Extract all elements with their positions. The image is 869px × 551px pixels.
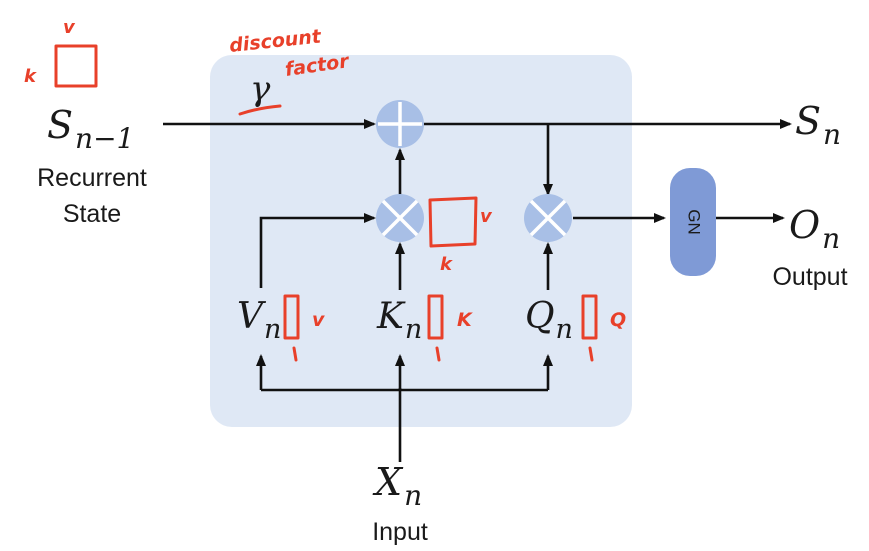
query-one-mark [588, 346, 594, 362]
arrow-v-to-outer-product [259, 213, 376, 288]
discount-note: discount [228, 25, 323, 57]
connection-lines [163, 119, 792, 462]
value-vector-sketch [283, 294, 300, 340]
key-vector-sketch [427, 294, 444, 340]
key-one-mark [435, 346, 441, 362]
handwritten-annotations: k v discount factor v k v K Q [24, 17, 626, 362]
state-matrix-height-note: k [24, 66, 37, 87]
outer-product-width-note: v [480, 206, 493, 227]
input-caption: Input [372, 518, 428, 546]
recurrent-state-caption-line2: State [63, 200, 121, 228]
gamma-label: γ [250, 69, 271, 109]
output-label: On [789, 203, 840, 255]
query-dim-note: Q [610, 309, 626, 331]
plus-operator [376, 100, 424, 148]
prev-state-label: Sn−1 [47, 103, 134, 155]
outer-product-height-note: k [440, 254, 453, 275]
output-caption: Output [772, 263, 847, 291]
outer-product-multiply-operator [376, 194, 424, 242]
query-vector-sketch [581, 294, 598, 340]
retention-block [210, 55, 632, 427]
outer-product-matrix-sketch [428, 196, 478, 248]
group-norm-box: GN [670, 168, 716, 276]
query-label: Qn [525, 296, 573, 345]
key-dim-note: K [457, 309, 473, 331]
query-multiply-operator [524, 194, 572, 242]
input-label: Xn [372, 460, 422, 512]
value-one-mark [292, 346, 298, 362]
gamma-underline [238, 104, 282, 116]
state-matrix-width-note: v [63, 17, 76, 38]
next-state-label: Sn [795, 99, 841, 151]
key-label: Kn [376, 296, 422, 345]
value-dim-note: v [312, 309, 325, 331]
recurrent-state-caption: Recurrent [37, 164, 147, 192]
value-label: Vn [237, 296, 281, 345]
state-matrix-sketch [54, 44, 98, 88]
group-norm-label: GN [685, 209, 704, 235]
